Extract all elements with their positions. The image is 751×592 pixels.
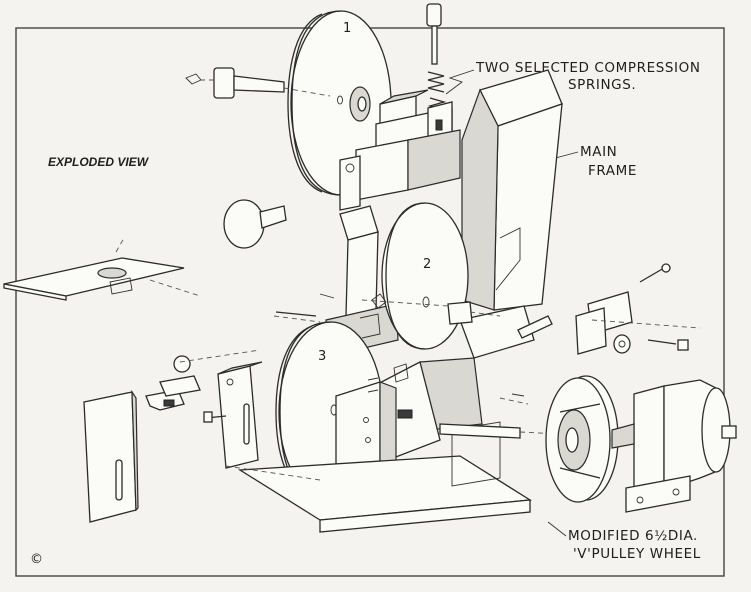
base-plate [237,421,532,533]
saw-table [3,237,201,301]
main-frame-label-line1: MAIN [580,144,617,160]
guide-slot [397,409,413,419]
pulley-leader-line [547,521,567,537]
compression-spring [427,71,445,93]
upper-slide-block [339,89,491,211]
v-pulley-wheel [545,375,619,503]
side-bracket-parts [517,263,701,355]
lower-guide-assembly [83,349,321,523]
fasteners [319,293,525,397]
pulley-label-line2: 'V'PULLEY WHEEL [573,546,701,562]
wheel-2-number: 2 [423,257,431,272]
drive-motor [611,379,737,513]
main-frame-label-line2: FRAME [588,163,637,179]
drive-shaft [439,397,561,439]
wheel-3-number: 3 [318,349,326,364]
copyright-mark: © [30,552,43,567]
pulley-label-line1: MODIFIED 6½DIA. [568,528,698,544]
upper-axle-assembly [185,67,331,99]
upper-wheel-2: 2 [361,202,501,350]
tension-knob [223,199,287,249]
wheel-1-number: 1 [343,21,351,36]
springs-label-line1: TWO SELECTED COMPRESSION [475,60,701,76]
exploded-view-title: EXPLODED VIEW [48,155,150,169]
springs-label-line2: SPRINGS. [568,77,636,93]
springs-leader-line [445,69,475,95]
tension-plunger [426,3,447,111]
blade-guide-column [273,205,399,357]
